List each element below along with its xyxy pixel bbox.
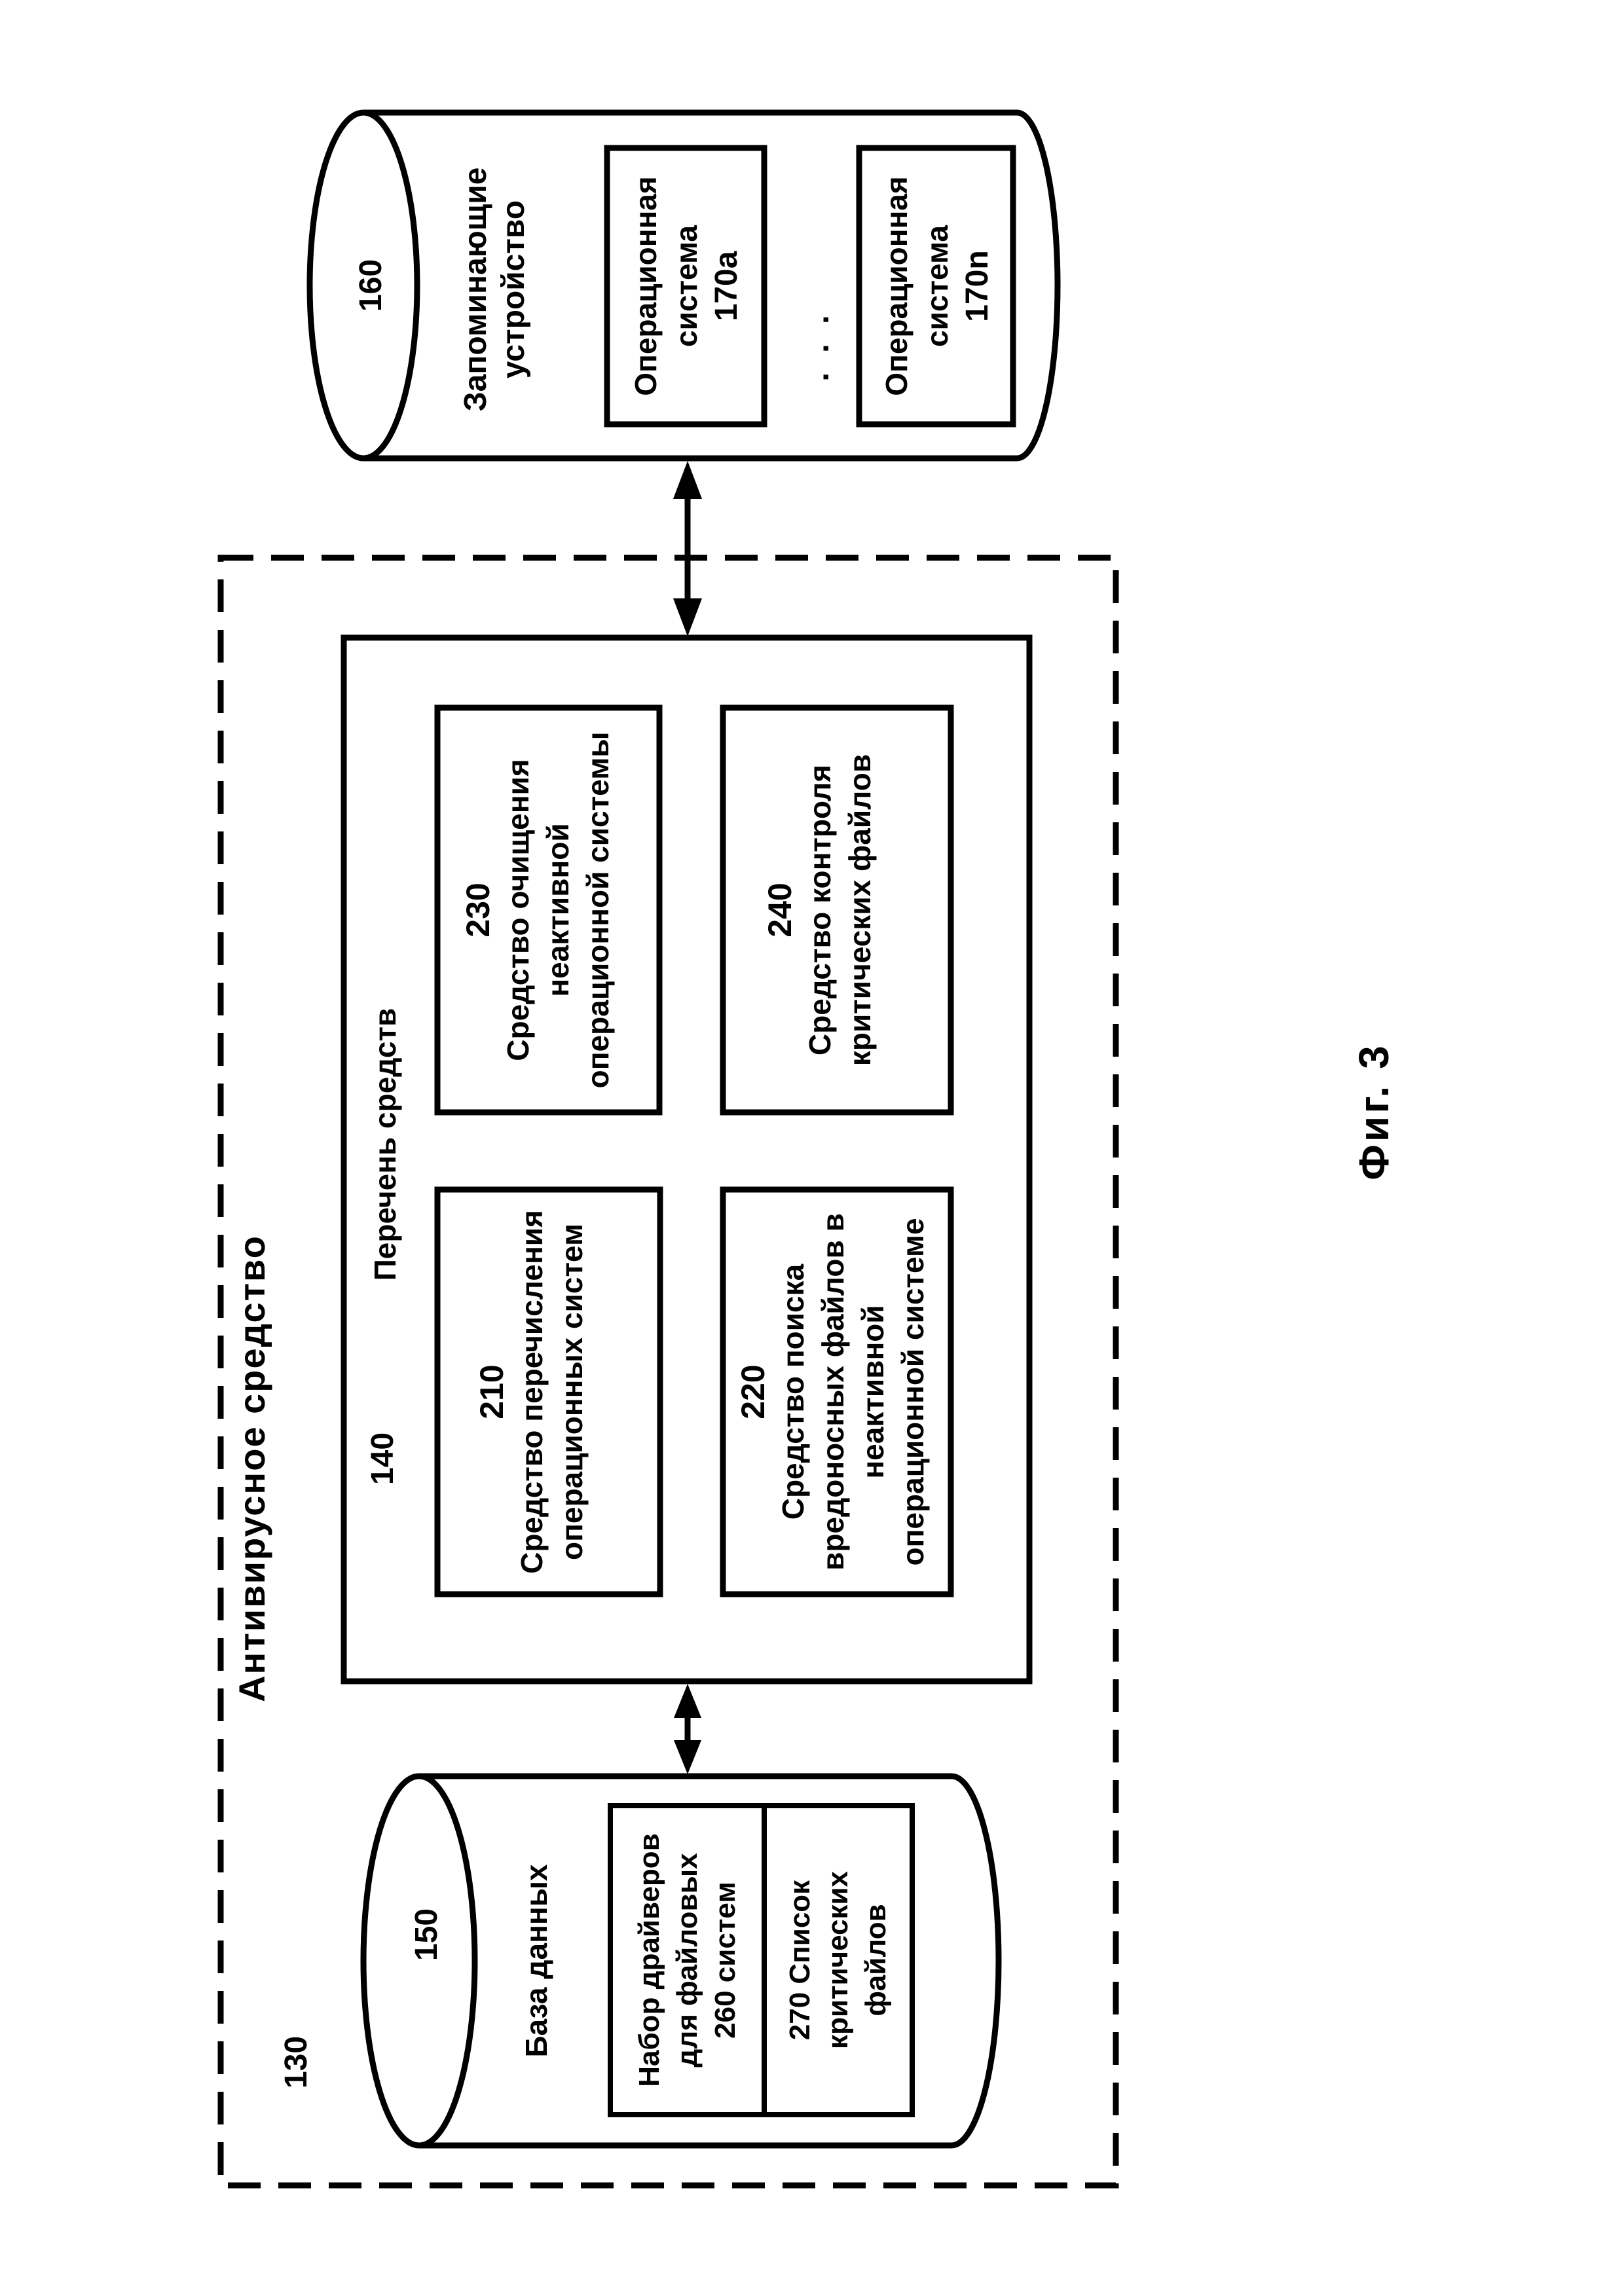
tool-box-230 (434, 704, 663, 1116)
os-170n-title: Операционная система (879, 176, 954, 396)
database-number: 150 (409, 1908, 444, 1961)
tool-210-number: 210 (473, 1364, 510, 1419)
database-cylinder (419, 1773, 1002, 2149)
database-cylinder-cap (360, 1773, 478, 2149)
tool-220-label: 220 Средство поиска вредоносных файлов в… (728, 1205, 938, 1578)
os-170a-title: Операционная система (629, 176, 703, 396)
tool-box-210 (434, 1186, 663, 1597)
tool-230-text: Средство очищения неактивной операционно… (501, 731, 615, 1089)
tool-210-label: 210 Средство перечисления операционных с… (466, 1205, 597, 1578)
antivirus-label: Антивирусное средство (231, 1235, 272, 1702)
tool-230-label: 230 Средство очищения неактивной операци… (453, 723, 623, 1097)
os-ellipsis: . . . (798, 310, 836, 382)
arrow-tools-database (674, 1684, 701, 1774)
os-170n-number: 170n (960, 250, 995, 322)
figure-caption: Фиг. 3 (1350, 1043, 1397, 1180)
database-cell-260: Набор драйверов для файловых 260 систем (633, 1833, 741, 2087)
os-box-170n (856, 145, 1016, 428)
tool-220-text: Средство поиска вредоносных файлов в неа… (775, 1213, 930, 1571)
tools-panel-number: 140 (365, 1432, 400, 1485)
antivirus-number: 130 (279, 2035, 314, 2089)
tool-240-text: Средство контроля критических файлов (802, 754, 877, 1066)
tool-box-220 (720, 1186, 954, 1597)
storage-cylinder (363, 109, 1061, 462)
tool-230-number: 230 (460, 883, 496, 938)
tool-240-number: 240 (761, 883, 798, 938)
os-170a-number: 170a (709, 251, 744, 321)
os-170a-label: Операционная система 170a (627, 155, 745, 417)
tools-panel-box (341, 634, 1033, 1685)
tool-220-number: 220 (734, 1364, 771, 1419)
tools-panel-label: Перечень средств (367, 1008, 402, 1281)
tool-240-label: 240 Средство контроля критических файлов (754, 723, 885, 1097)
database-cell-270: 270 Список критических файлов (784, 1871, 892, 2049)
storage-cylinder-cap (306, 109, 420, 462)
os-box-170a (604, 145, 767, 428)
storage-number: 160 (354, 259, 388, 312)
arrow-storage-tools (673, 461, 702, 636)
database-label: База данных (519, 1864, 553, 2058)
storage-label: Запоминающие устройство (458, 167, 531, 412)
database-cells-box (608, 1803, 915, 2117)
tool-box-240 (720, 704, 954, 1116)
tool-210-text: Средство перечисления операционных систе… (514, 1210, 589, 1574)
os-170n-label: Операционная система 170n (877, 155, 995, 417)
